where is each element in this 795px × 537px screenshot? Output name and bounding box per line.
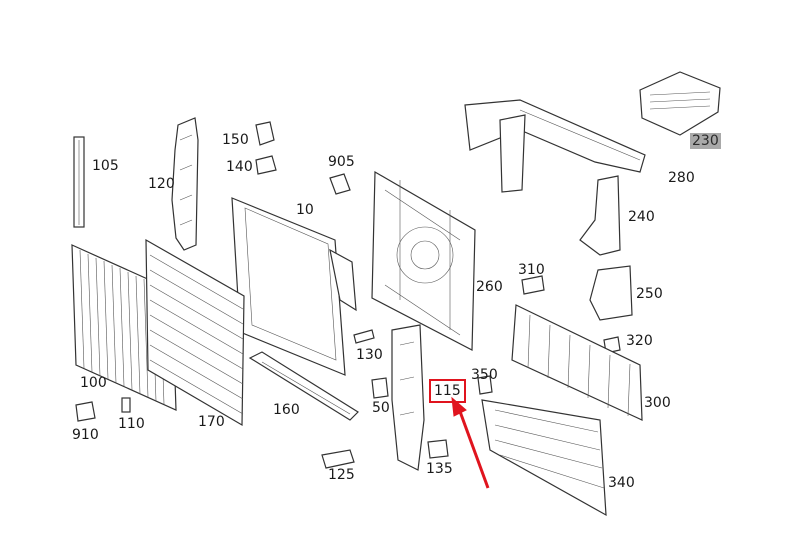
label-170: 170 [198, 414, 225, 430]
part-280-crossmember [464, 99, 646, 193]
part-115-column [391, 324, 425, 471]
label-135: 135 [426, 461, 453, 477]
label-160: 160 [273, 402, 300, 418]
part-135-grommet [427, 439, 449, 459]
label-310: 310 [518, 262, 545, 278]
label-125: 125 [328, 467, 355, 483]
part-910-bracket [75, 401, 96, 422]
part-50-clip [371, 377, 389, 399]
part-340-air-guide [481, 399, 607, 517]
label-50: 50 [372, 400, 390, 416]
part-10-radiator [231, 197, 357, 376]
label-320: 320 [626, 333, 653, 349]
part-150-clip [255, 121, 275, 146]
part-240-bracket [579, 175, 621, 256]
label-340: 340 [608, 475, 635, 491]
label-105: 105 [92, 158, 119, 174]
part-250-bracket [589, 265, 633, 321]
label-110: 110 [118, 416, 145, 432]
part-140-block [255, 155, 277, 175]
part-905-sensor [329, 173, 351, 195]
part-110-bolt [121, 397, 131, 413]
part-125-clip [321, 449, 355, 469]
label-230: 230 [690, 133, 721, 149]
label-130: 130 [356, 347, 383, 363]
part-105-rod [73, 136, 85, 228]
part-130-screw [353, 329, 375, 344]
part-300-grille [511, 304, 643, 421]
part-120-bracket [171, 117, 199, 251]
label-10: 10 [296, 202, 314, 218]
part-170-core [145, 238, 245, 427]
label-910: 910 [72, 427, 99, 443]
label-260: 260 [476, 279, 503, 295]
label-300: 300 [644, 395, 671, 411]
part-160-strip [248, 351, 359, 421]
part-310-fastener [521, 275, 545, 295]
label-905: 905 [328, 154, 355, 170]
label-240: 240 [628, 209, 655, 225]
part-230-module [639, 71, 721, 136]
label-120: 120 [148, 176, 175, 192]
part-260-fan-shroud [371, 170, 476, 351]
label-115: 115 [429, 379, 466, 403]
label-150: 150 [222, 132, 249, 148]
label-350: 350 [471, 367, 498, 383]
part-350-bolt [477, 375, 493, 395]
label-280: 280 [668, 170, 695, 186]
label-250: 250 [636, 286, 663, 302]
red-arrow-icon [451, 396, 490, 489]
label-140: 140 [226, 159, 253, 175]
label-100: 100 [80, 375, 107, 391]
